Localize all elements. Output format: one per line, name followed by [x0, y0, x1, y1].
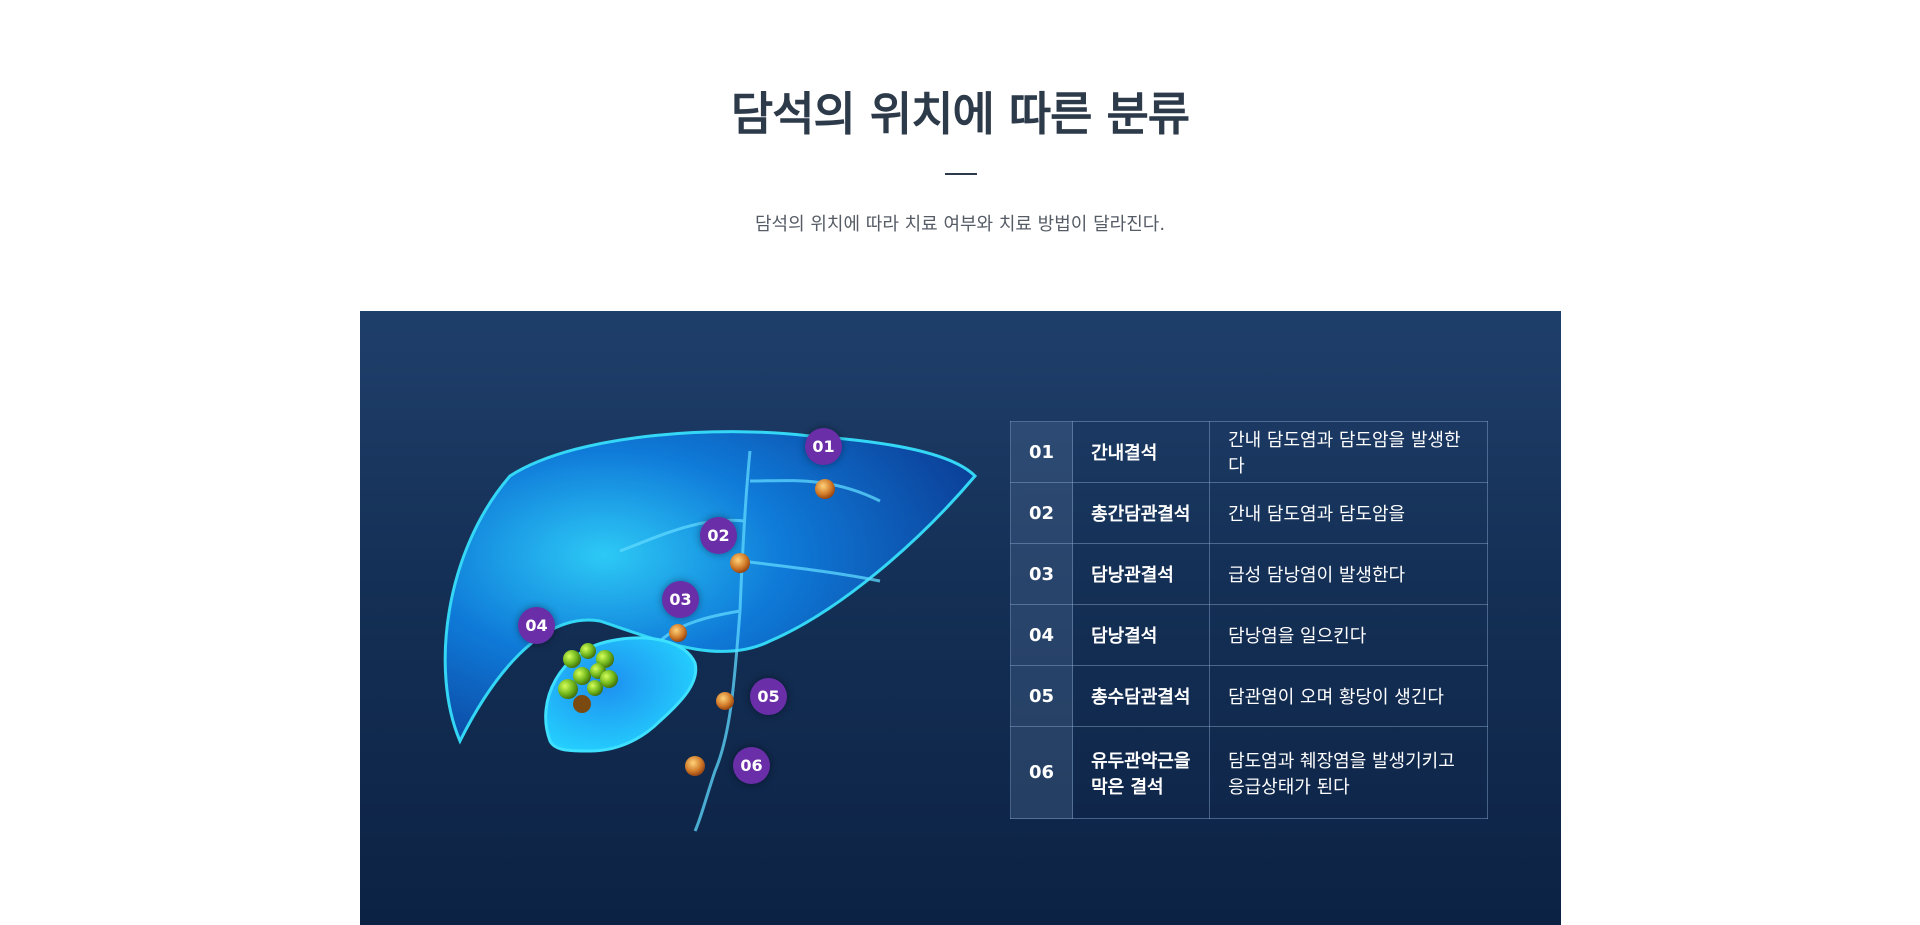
row-number: 06: [1009, 726, 1074, 819]
classification-table: 01 간내결석 간내 담도염과 담도암을 발생한다 02 총간담관결석 간내 담…: [1009, 421, 1488, 819]
title-divider: [945, 173, 977, 175]
row-number: 02: [1009, 482, 1074, 544]
marker-01: 01: [805, 428, 842, 465]
row-desc: 담도염과 췌장염을 발생기키고 응급상태가 된다: [1209, 726, 1488, 819]
table-row: 04 담낭결석 담낭염을 일으킨다: [1009, 604, 1488, 666]
table-row: 06 유두관약근을 막은 결석 담도염과 췌장염을 발생기키고 응급상태가 된다: [1009, 726, 1488, 819]
liver-illustration: [443, 430, 978, 832]
row-name: 담낭결석: [1072, 604, 1211, 666]
row-number: 01: [1009, 421, 1074, 483]
row-desc: 간내 담도염과 담도암을: [1209, 482, 1488, 544]
row-desc: 급성 담낭염이 발생한다: [1209, 543, 1488, 605]
marker-02: 02: [700, 517, 737, 554]
row-name: 총수담관결석: [1072, 665, 1211, 727]
row-desc: 담관염이 오며 황당이 생긴다: [1209, 665, 1488, 727]
marker-04: 04: [518, 607, 555, 644]
table-row: 01 간내결석 간내 담도염과 담도암을 발생한다: [1009, 421, 1488, 483]
page-title: 담석의 위치에 따른 분류: [730, 87, 1190, 141]
marker-05: 05: [750, 678, 787, 715]
row-desc: 간내 담도염과 담도암을 발생한다: [1209, 421, 1488, 483]
row-name: 담낭관결석: [1072, 543, 1211, 605]
liver-shape: [443, 430, 978, 745]
row-desc: 담낭염을 일으킨다: [1209, 604, 1488, 666]
row-number: 05: [1009, 665, 1074, 727]
marker-03: 03: [662, 581, 699, 618]
row-number: 04: [1009, 604, 1074, 666]
row-name: 간내결석: [1072, 421, 1211, 483]
table-row: 03 담낭관결석 급성 담낭염이 발생한다: [1009, 543, 1488, 605]
gallstone-panel: 01 02 03 04 05 06 01 간내결석 간내 담도염과 담도암을 발…: [360, 311, 1561, 925]
page-subtitle: 담석의 위치에 따라 치료 여부와 치료 방법이 달라진다.: [754, 214, 1166, 235]
row-name: 총간담관결석: [1072, 482, 1211, 544]
row-name: 유두관약근을 막은 결석: [1072, 726, 1211, 819]
table-row: 02 총간담관결석 간내 담도염과 담도암을: [1009, 482, 1488, 544]
marker-06: 06: [733, 747, 770, 784]
table-row: 05 총수담관결석 담관염이 오며 황당이 생긴다: [1009, 665, 1488, 727]
row-number: 03: [1009, 543, 1074, 605]
